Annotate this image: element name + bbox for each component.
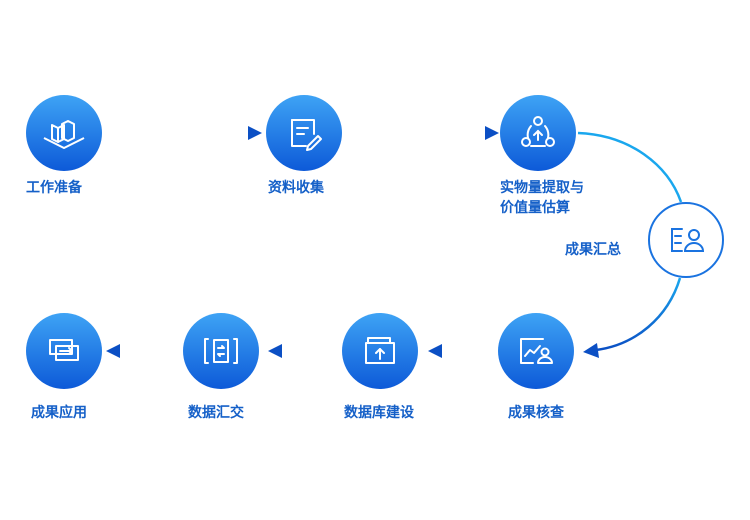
- node-extract: [500, 95, 576, 171]
- screens-icon: [49, 339, 79, 361]
- buildings-icon: [43, 120, 85, 149]
- arrow-database-to-exchange: [268, 344, 341, 358]
- node-exchange: [183, 313, 259, 389]
- arrow-verify-to-database: [428, 344, 497, 358]
- node-label-exchange: 数据汇交: [188, 405, 244, 421]
- chart-person-icon: [520, 338, 553, 364]
- node-label-extract: 实物量提取与 价值量估算: [500, 180, 584, 216]
- node-label-verify: 成果核查: [508, 405, 564, 421]
- node-apply: [26, 313, 102, 389]
- node-summary: [648, 202, 724, 278]
- user-list-icon: [671, 228, 705, 252]
- node-label-prep: 工作准备: [26, 180, 82, 196]
- folder-upload-icon: [365, 337, 395, 364]
- node-database: [342, 313, 418, 389]
- node-verify: [498, 313, 574, 389]
- node-label-collect: 资料收集: [268, 180, 324, 196]
- node-prep: [26, 95, 102, 171]
- arc-summary-to-verify: [583, 277, 682, 358]
- node-label-apply: 成果应用: [31, 405, 87, 421]
- arrow-exchange-to-apply: [106, 344, 181, 358]
- arrow-collect-to-extract: [345, 126, 499, 140]
- node-collect: [266, 95, 342, 171]
- arc-extract-to-summary: [577, 131, 683, 203]
- document-pen-icon: [291, 119, 322, 151]
- arrow-prep-to-collect: [105, 126, 262, 140]
- network-upload-icon: [521, 116, 555, 147]
- node-label-database: 数据库建设: [344, 405, 414, 421]
- edge-label-summary: 成果汇总: [565, 242, 621, 258]
- transfer-icon: [204, 338, 238, 364]
